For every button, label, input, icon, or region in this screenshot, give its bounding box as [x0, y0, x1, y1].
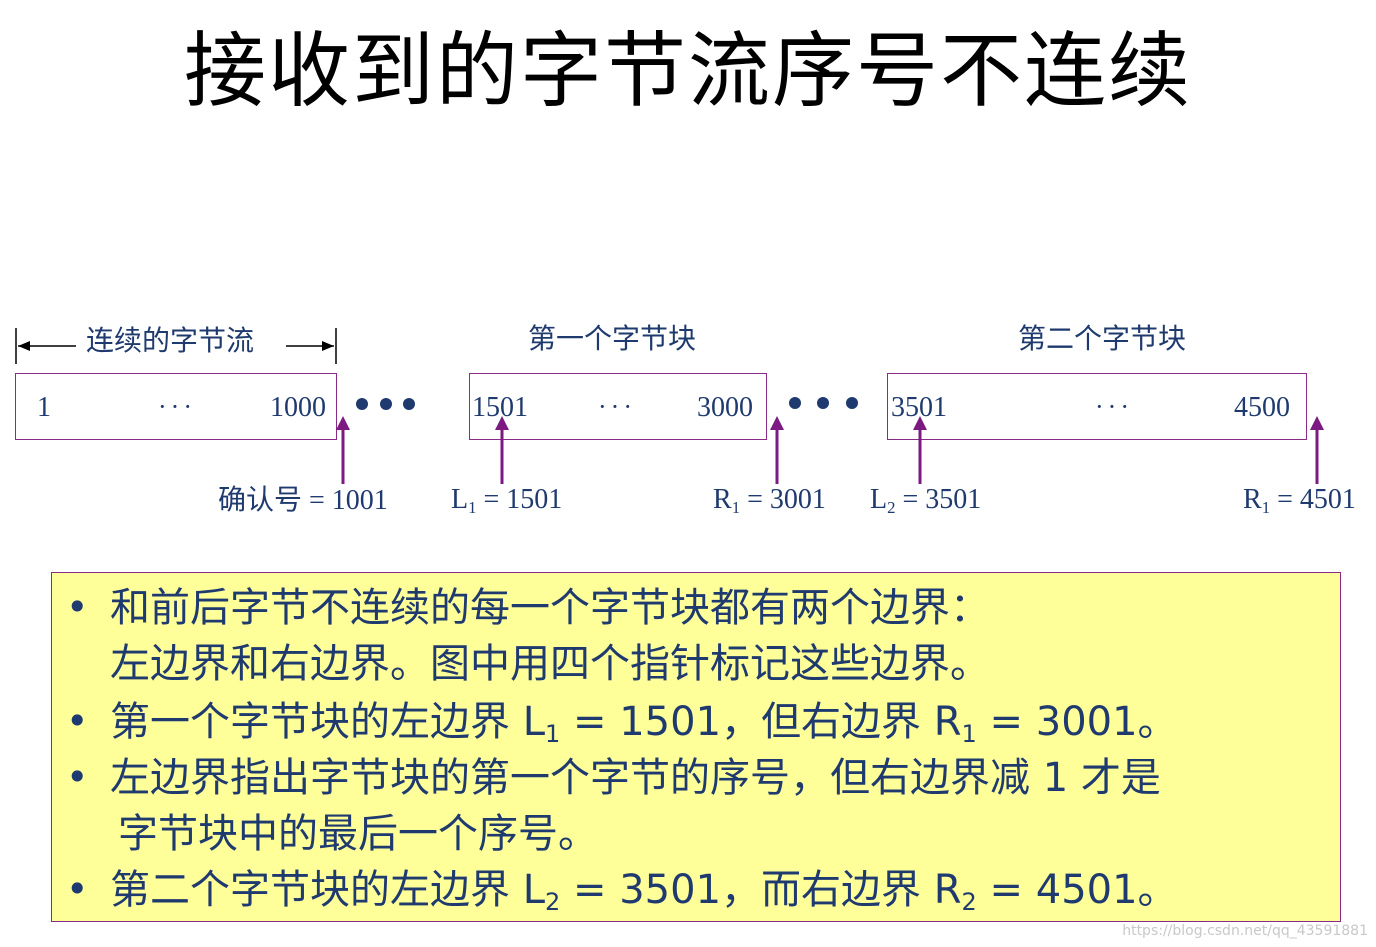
- gap-dot: [846, 397, 858, 409]
- r2-value: = 4501: [1277, 484, 1356, 515]
- r1-pointer-label: R1 = 3001: [713, 483, 826, 517]
- r1-value: = 3001: [747, 484, 826, 515]
- note-2-sub2: 1: [961, 720, 977, 749]
- note-2-pre: 第一个字节块的左边界 L: [110, 699, 545, 745]
- block2-label: 第二个字节块: [1018, 322, 1187, 355]
- box1-end: 1000: [270, 392, 326, 423]
- page-title: 接收到的字节流序号不连续: [183, 24, 1192, 119]
- bullet: •: [66, 755, 89, 799]
- box3-end: 4500: [1234, 392, 1290, 423]
- r2-arrow-icon: [1310, 416, 1324, 484]
- gap-dot: [380, 398, 392, 410]
- r2-pointer-label: R1 = 4501: [1243, 483, 1356, 517]
- box2-end: 3000: [697, 392, 753, 423]
- l1-arrow-icon: [495, 416, 509, 484]
- box2-ellipsis: ···: [598, 392, 636, 421]
- block2-box: [887, 373, 1307, 440]
- r2-letter: R: [1243, 484, 1262, 515]
- bullet: •: [66, 867, 89, 911]
- ack-pointer-label: 确认号 = 1001: [218, 483, 388, 518]
- note-4-sub2: 2: [961, 888, 977, 917]
- l2-arrow-icon: [913, 416, 927, 484]
- watermark: https://blog.csdn.net/qq_43591881: [1122, 923, 1368, 939]
- notes-panel: • 和前后字节不连续的每一个字节块都有两个边界： 左边界和右边界。图中用四个指针…: [51, 572, 1341, 922]
- note-3-line-1: 左边界指出字节块的第一个字节的序号，但右边界减 1 才是: [110, 755, 1161, 801]
- box3-ellipsis: ···: [1095, 392, 1133, 421]
- r1-arrow-icon: [770, 416, 784, 484]
- ack-value: = 1001: [309, 485, 388, 516]
- gap-dot: [403, 398, 415, 410]
- continuous-range-label: 连续的字节流: [86, 324, 255, 357]
- note-4-sub1: 2: [545, 888, 561, 917]
- l2-value: = 3501: [902, 484, 982, 515]
- box2-start: 1501: [472, 392, 528, 423]
- block1-box: [469, 373, 767, 440]
- note-2-mid: = 1501，但右边界 R: [560, 699, 962, 745]
- note-2: 第一个字节块的左边界 L1 = 1501，但右边界 R1 = 3001。: [110, 697, 1178, 747]
- continuous-box: [15, 373, 337, 440]
- note-4-post: = 4501。: [976, 867, 1178, 913]
- r1-letter: R: [713, 484, 732, 515]
- continuous-range-bracket: [15, 328, 337, 364]
- box3-start: 3501: [891, 392, 947, 423]
- ack-name: 确认号: [218, 483, 303, 516]
- note-4: 第二个字节块的左边界 L2 = 3501，而右边界 R2 = 4501。: [110, 865, 1178, 915]
- r1-sub: 1: [731, 498, 741, 518]
- l1-sub: 1: [468, 498, 477, 518]
- note-4-mid: = 3501，而右边界 R: [560, 867, 962, 913]
- l2-pointer-label: L2 = 3501: [870, 483, 981, 517]
- l2-sub: 2: [887, 498, 896, 518]
- l1-value: = 1501: [483, 484, 563, 515]
- l1-letter: L: [451, 484, 469, 515]
- l2-letter: L: [870, 484, 888, 515]
- box1-start: 1: [37, 392, 51, 423]
- ack-arrow-icon: [336, 416, 350, 484]
- box1-ellipsis: ···: [158, 392, 196, 421]
- r2-sub: 1: [1261, 498, 1271, 518]
- note-1-line-1: 和前后字节不连续的每一个字节块都有两个边界：: [110, 585, 990, 631]
- note-2-sub1: 1: [545, 720, 561, 749]
- gap-dot: [789, 397, 801, 409]
- bullet: •: [66, 585, 89, 629]
- block1-label: 第一个字节块: [528, 322, 697, 355]
- l1-pointer-label: L1 = 1501: [451, 483, 562, 517]
- bullet: •: [66, 699, 89, 743]
- note-2-post: = 3001。: [976, 699, 1178, 745]
- note-3-line-2: 字节块中的最后一个序号。: [118, 811, 598, 857]
- gap-dot: [817, 397, 829, 409]
- note-1-line-2: 左边界和右边界。图中用四个指针标记这些边界。: [110, 641, 990, 687]
- note-4-pre: 第二个字节块的左边界 L: [110, 867, 545, 913]
- gap-dot: [356, 398, 368, 410]
